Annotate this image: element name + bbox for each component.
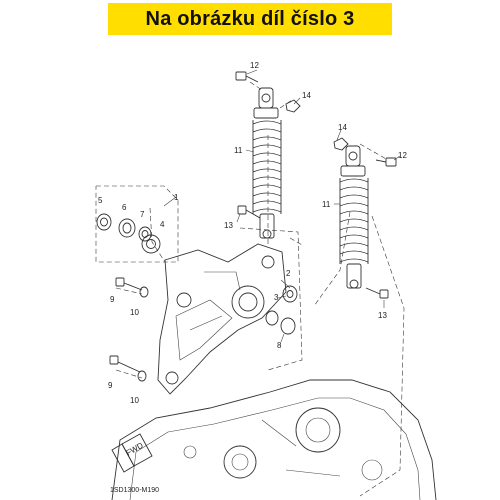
callout-11-left: 11 <box>234 146 243 155</box>
callout-11-right: 11 <box>322 200 331 209</box>
shock-absorber-right <box>339 145 369 289</box>
callout-3: 3 <box>274 293 279 302</box>
callout-14-right: 14 <box>338 123 347 132</box>
callout-10-upper: 10 <box>130 308 139 317</box>
callout-13-left: 13 <box>224 221 233 230</box>
callout-leaders <box>163 69 401 343</box>
callout-7: 7 <box>140 210 145 219</box>
svg-text:FWD: FWD <box>125 441 145 458</box>
callout-12-right: 12 <box>398 151 407 160</box>
callout-labels: 1 2 3 4 5 6 7 8 9 9 10 10 11 11 12 12 13… <box>98 61 407 405</box>
assembly-dashed-outlines <box>95 81 405 497</box>
callout-12-left: 12 <box>250 61 259 70</box>
callout-8: 8 <box>277 341 282 350</box>
callout-4: 4 <box>160 220 165 229</box>
shock-absorber-left <box>252 87 282 239</box>
engine-case-outline <box>111 379 437 500</box>
callout-9-upper: 9 <box>110 295 115 304</box>
callout-1: 1 <box>174 193 179 202</box>
callout-2: 2 <box>286 269 291 278</box>
shock-fasteners <box>235 71 397 299</box>
callout-6: 6 <box>122 203 127 212</box>
swing-arm-bracket <box>157 243 287 395</box>
diagram-code: 1SD1300-M190 <box>110 487 160 494</box>
callout-14-left: 14 <box>302 91 311 100</box>
part-number-banner: Na obrázku díl číslo 3 <box>108 3 392 35</box>
callout-10-lower: 10 <box>130 396 139 405</box>
callout-5: 5 <box>98 196 103 205</box>
callout-13-right: 13 <box>378 311 387 320</box>
bracket-bolts <box>109 277 149 382</box>
bearing-washer-stack <box>96 213 298 335</box>
callout-9-lower: 9 <box>108 381 113 390</box>
